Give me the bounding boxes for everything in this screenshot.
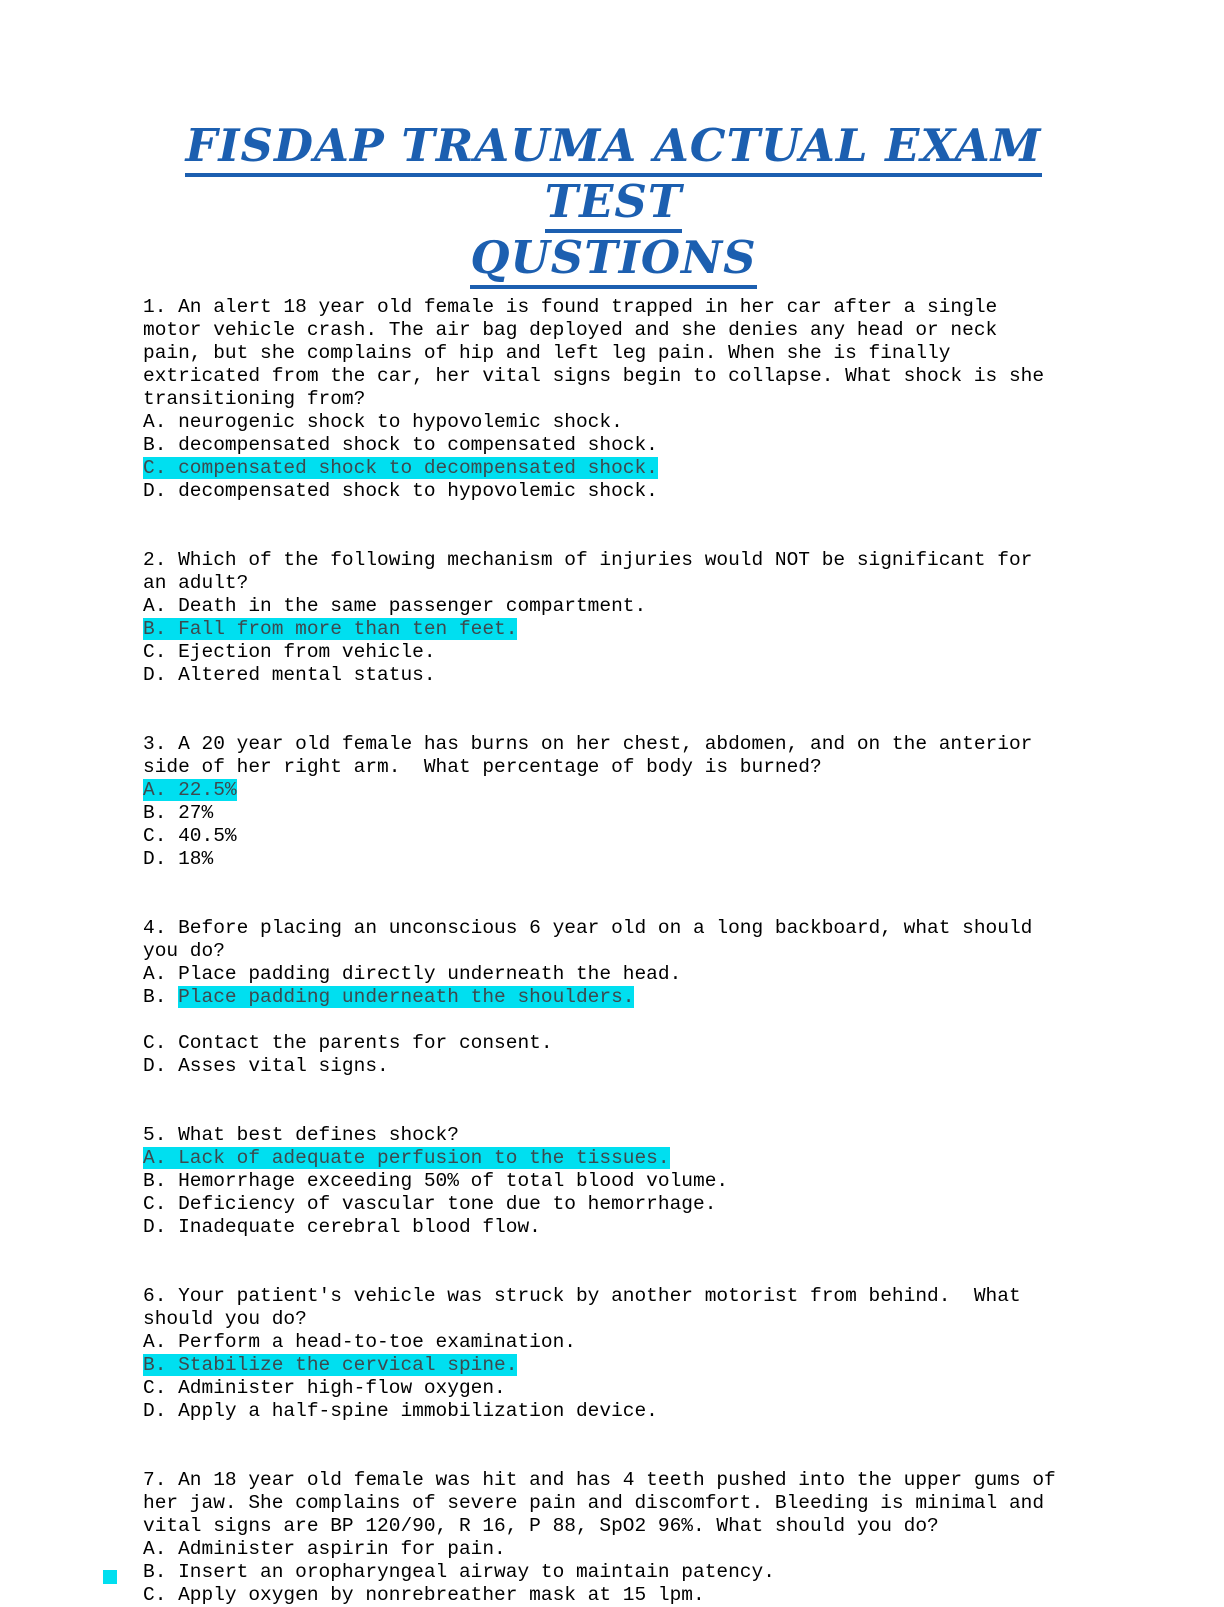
answer-text: B. (143, 986, 179, 1008)
answer-option: A. Administer aspirin for pain. (143, 1538, 1084, 1561)
answer-text: D. decompensated shock to hypovolemic sh… (143, 480, 658, 502)
question-stem-line: 3. A 20 year old female has burns on her… (143, 733, 1033, 755)
answer-option: C. Administer high-flow oxygen. (143, 1377, 1084, 1400)
answer-text: D. Inadequate cerebral blood flow. (143, 1216, 541, 1238)
highlighted-answer-text: C. compensated shock to decompensated sh… (143, 457, 658, 479)
title-line-1: FISDAP TRAUMA ACTUAL EXAM TEST (143, 118, 1084, 233)
answer-text: B. Insert an oropharyngeal airway to mai… (143, 1561, 775, 1583)
question-stem-line: transitioning from? (143, 388, 366, 410)
question-stem-line: 4. Before placing an unconscious 6 year … (143, 917, 1033, 939)
answer-text: A. Place padding directly underneath the… (143, 963, 682, 985)
answer-option: B. Fall from more than ten feet. (143, 618, 1084, 641)
answer-option: C. Deficiency of vascular tone due to he… (143, 1193, 1084, 1216)
answer-option: B. decompensated shock to compensated sh… (143, 434, 1084, 457)
question-6: 6. Your patient's vehicle was struck by … (143, 1285, 1084, 1423)
highlighted-answer-text: Place padding underneath the shoulders. (178, 986, 635, 1008)
answer-option: D. 18% (143, 848, 1084, 871)
highlighted-answer-text: A. Lack of adequate perfusion to the tis… (143, 1147, 670, 1169)
answer-option: A. Perform a head-to-toe examination. (143, 1331, 1084, 1354)
question-stem-line: extricated from the car, her vital signs… (143, 365, 1045, 387)
answer-option: A. neurogenic shock to hypovolemic shock… (143, 411, 1084, 434)
answer-text: A. Administer aspirin for pain. (143, 1538, 506, 1560)
answer-text: D. Asses vital signs. (143, 1055, 389, 1077)
answer-text: C. 40.5% (143, 825, 237, 847)
answer-text: C. Deficiency of vascular tone due to he… (143, 1193, 717, 1215)
answer-option: C. 40.5% (143, 825, 1084, 848)
answer-text: A. Perform a head-to-toe examination. (143, 1331, 576, 1353)
answer-text: C. Ejection from vehicle. (143, 641, 436, 663)
question-2: 2. Which of the following mechanism of i… (143, 549, 1084, 687)
answer-option: D. Asses vital signs. (143, 1055, 1084, 1078)
answer-option: B. Hemorrhage exceeding 50% of total blo… (143, 1170, 1084, 1193)
question-stem-line: 7. An 18 year old female was hit and has… (143, 1469, 1056, 1491)
page-title: FISDAP TRAUMA ACTUAL EXAM TEST QUSTIONS (143, 118, 1084, 289)
question-stem-line: motor vehicle crash. The air bag deploye… (143, 319, 998, 341)
answer-text: C. Contact the parents for consent. (143, 1032, 553, 1054)
questions-container: 1. An alert 18 year old female is found … (143, 296, 1084, 1607)
answer-option: B. Insert an oropharyngeal airway to mai… (143, 1561, 1084, 1584)
answer-text: B. 27% (143, 802, 214, 824)
question-7: 7. An 18 year old female was hit and has… (143, 1469, 1084, 1607)
answer-text: C. Apply oxygen by nonrebreather mask at… (143, 1584, 705, 1606)
answer-option: D. decompensated shock to hypovolemic sh… (143, 480, 1084, 503)
answer-text: A. neurogenic shock to hypovolemic shock… (143, 411, 623, 433)
question-1: 1. An alert 18 year old female is found … (143, 296, 1084, 503)
question-stem-line: should you do? (143, 1308, 307, 1330)
blank-line (143, 1009, 1084, 1032)
answer-option: C. compensated shock to decompensated sh… (143, 457, 1084, 480)
cutoff-highlight-fragment (103, 1570, 117, 1584)
answer-option: B. Stabilize the cervical spine. (143, 1354, 1084, 1377)
highlighted-answer-text: A. 22.5% (143, 779, 237, 801)
title-line-2: QUSTIONS (143, 230, 1084, 289)
answer-option: D. Apply a half-spine immobilization dev… (143, 1400, 1084, 1423)
answer-text: D. 18% (143, 848, 214, 870)
question-stem-line: her jaw. She complains of severe pain an… (143, 1492, 1045, 1514)
answer-option: D. Altered mental status. (143, 664, 1084, 687)
question-stem-line: 2. Which of the following mechanism of i… (143, 549, 1033, 571)
answer-option: A. Place padding directly underneath the… (143, 963, 1084, 986)
answer-option: A. Lack of adequate perfusion to the tis… (143, 1147, 1084, 1170)
title-text-1: FISDAP TRAUMA ACTUAL EXAM TEST (185, 119, 1042, 233)
question-stem-line: 6. Your patient's vehicle was struck by … (143, 1285, 1021, 1307)
highlighted-answer-text: B. Fall from more than ten feet. (143, 618, 518, 640)
answer-option: A. 22.5% (143, 779, 1084, 802)
answer-option: A. Death in the same passenger compartme… (143, 595, 1084, 618)
answer-option: C. Ejection from vehicle. (143, 641, 1084, 664)
answer-option: D. Inadequate cerebral blood flow. (143, 1216, 1084, 1239)
question-4: 4. Before placing an unconscious 6 year … (143, 917, 1084, 1078)
answer-text: D. Apply a half-spine immobilization dev… (143, 1400, 658, 1422)
title-text-2: QUSTIONS (470, 231, 757, 289)
question-stem-line: you do? (143, 940, 225, 962)
answer-text: B. decompensated shock to compensated sh… (143, 434, 658, 456)
answer-text: C. Administer high-flow oxygen. (143, 1377, 506, 1399)
answer-text: B. Hemorrhage exceeding 50% of total blo… (143, 1170, 729, 1192)
question-stem-line: an adult? (143, 572, 249, 594)
question-stem-line: 1. An alert 18 year old female is found … (143, 296, 998, 318)
question-stem-line: vital signs are BP 120/90, R 16, P 88, S… (143, 1515, 939, 1537)
answer-option: B. Place padding underneath the shoulder… (143, 986, 1084, 1009)
answer-option: C. Contact the parents for consent. (143, 1032, 1084, 1055)
question-3: 3. A 20 year old female has burns on her… (143, 733, 1084, 871)
question-stem-line: pain, but she complains of hip and left … (143, 342, 951, 364)
question-stem-line: side of her right arm. What percentage o… (143, 756, 822, 778)
highlighted-answer-text: B. Stabilize the cervical spine. (143, 1354, 518, 1376)
answer-text: D. Altered mental status. (143, 664, 436, 686)
question-stem-line: 5. What best defines shock? (143, 1124, 459, 1146)
question-5: 5. What best defines shock?A. Lack of ad… (143, 1124, 1084, 1239)
answer-option: C. Apply oxygen by nonrebreather mask at… (143, 1584, 1084, 1607)
answer-text: A. Death in the same passenger compartme… (143, 595, 647, 617)
answer-option: B. 27% (143, 802, 1084, 825)
